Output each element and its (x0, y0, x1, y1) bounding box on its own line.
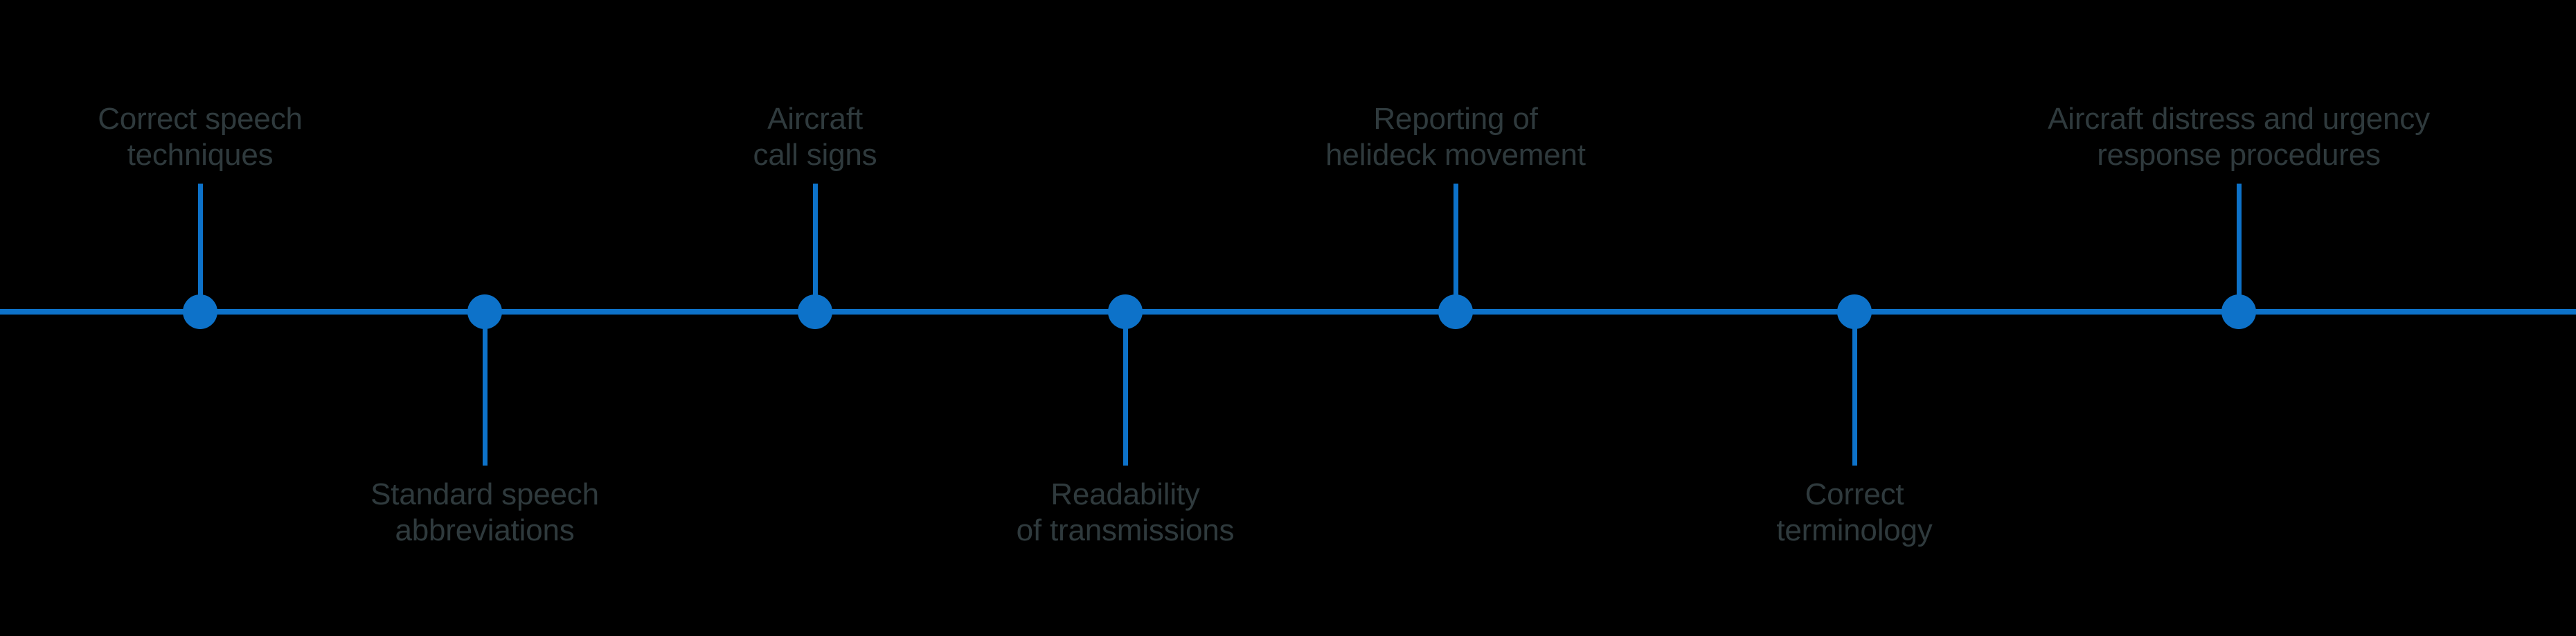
timeline-node-label-line: Aircraft distress and urgency (2048, 102, 2430, 136)
timeline-node-label-line: response procedures (2097, 138, 2381, 173)
timeline-node-stem (1852, 312, 1857, 466)
timeline-node-dot[interactable] (798, 294, 832, 329)
timeline-node-label-line: abbreviations (395, 513, 575, 547)
timeline-axis-line (0, 309, 2576, 315)
timeline-node-label-line: Standard speech (370, 477, 599, 511)
timeline-node-label-line: Correct (1805, 477, 1904, 511)
timeline-node-stem (2237, 184, 2242, 312)
timeline-node-label-line: of transmissions (1016, 513, 1235, 547)
timeline-node-label-line: Reporting of (1373, 102, 1538, 136)
timeline-node-stem (813, 184, 818, 312)
timeline-node-stem (1454, 184, 1458, 312)
timeline-node-dot[interactable] (1837, 294, 1872, 329)
timeline-node-label-line: Correct speech (98, 102, 303, 136)
timeline-node-label-line: call signs (753, 138, 877, 173)
timeline-node-label-line: helideck movement (1325, 138, 1586, 173)
timeline-node-dot[interactable] (183, 294, 217, 329)
timeline-node-label-line: terminology (1776, 513, 1933, 547)
timeline-node-label-line: techniques (127, 138, 274, 173)
timeline-node-stem (198, 184, 203, 312)
timeline-node-dot[interactable] (467, 294, 502, 329)
timeline-node-stem (1123, 312, 1128, 466)
timeline-node-dot[interactable] (1438, 294, 1473, 329)
timeline-node-label-line: Aircraft (767, 102, 863, 136)
timeline-node-stem (483, 312, 488, 466)
timeline-node-dot[interactable] (1108, 294, 1143, 329)
timeline-node-label-line: Readability (1050, 477, 1200, 511)
timeline-node-dot[interactable] (2221, 294, 2256, 329)
